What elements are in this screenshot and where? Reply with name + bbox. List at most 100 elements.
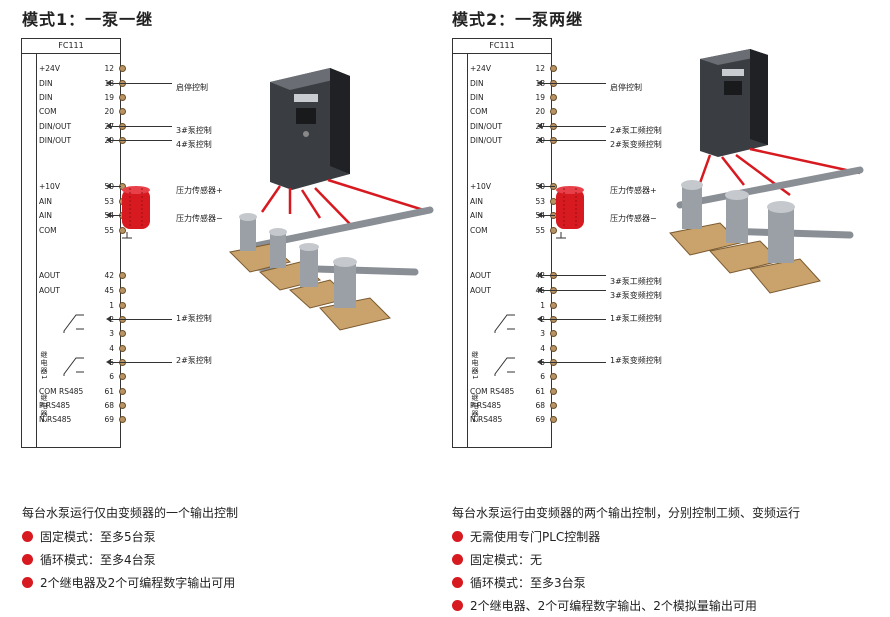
mode2-pressure-sensor-icon (556, 186, 584, 239)
terminal-number: 68 (535, 401, 545, 410)
terminal-screw-icon (119, 388, 126, 395)
terminal-number: 45 (104, 286, 114, 295)
terminal-label: COM (39, 226, 57, 235)
mode2-panel-inner-border (467, 53, 468, 447)
mode2-signal-t42: 3#泵工频控制 (610, 277, 662, 286)
terminal-label: +10V (470, 182, 491, 191)
terminal-number: 20 (104, 107, 114, 116)
signal-wire (106, 359, 172, 365)
mode1-bullet-1: 固定模式：至多5台泵 (22, 528, 156, 545)
arrow-left-icon (106, 137, 111, 143)
mode1-signal-r2: 2#泵控制 (176, 356, 212, 365)
terminal-row: 3 (36, 328, 126, 340)
arrow-left-icon (106, 359, 111, 365)
terminal-label: AIN (470, 197, 483, 206)
signal-wire (106, 137, 172, 143)
arrow-left-icon (537, 123, 542, 129)
terminal-screw-icon (550, 65, 557, 72)
terminal-screw-icon (119, 227, 126, 234)
terminal-screw-icon (119, 345, 126, 352)
terminal-number: 4 (540, 344, 545, 353)
terminal-screw-icon (550, 330, 557, 337)
terminal-number: 1 (540, 301, 545, 310)
mode2-bullet-4: 2个继电器、2个可编程数字输出、2个模拟量输出可用 (452, 597, 757, 614)
terminal-number: 12 (535, 64, 545, 73)
terminal-label: P RS485 (470, 401, 502, 410)
mode2-relay1-label: 继电器1 (471, 351, 479, 381)
mode1-description: 每台水泵运行仅由变频器的一个输出控制 (22, 506, 239, 520)
signal-wire (537, 80, 606, 86)
mode2-pressure-sensor (555, 186, 585, 239)
terminal-screw-icon (119, 287, 126, 294)
bullet-dot-icon (452, 531, 463, 542)
terminal-label: DIN/OUT (39, 136, 72, 145)
terminal-number: 53 (104, 197, 114, 206)
terminal-screw-icon (119, 272, 126, 279)
terminal-number: 55 (535, 226, 545, 235)
arrow-left-icon (537, 137, 542, 143)
terminal-label: AOUT (39, 271, 60, 280)
terminal-label: DIN (39, 79, 53, 88)
terminal-number: 6 (540, 372, 545, 381)
arrow-left-icon (537, 212, 542, 218)
terminal-label: DIN (470, 93, 484, 102)
bullet-dot-icon (22, 554, 33, 565)
mode2-pump-illustration (669, 49, 864, 294)
terminal-label: AIN (470, 211, 483, 220)
terminal-label: N RS485 (470, 415, 503, 424)
mode1-signal-t27: 3#泵控制 (176, 126, 212, 135)
terminal-number: 61 (104, 387, 114, 396)
terminal-row: 6 (36, 371, 126, 383)
terminal-label: DIN (39, 93, 53, 102)
bullet-dot-icon (452, 554, 463, 565)
signal-wire (537, 359, 606, 365)
mode1-drive-icon (270, 68, 350, 190)
terminal-label: DIN/OUT (39, 122, 72, 131)
terminal-row: 1 (36, 300, 126, 312)
mode2-title: 模式2：一泵两继 (452, 10, 584, 29)
terminal-number: 55 (104, 226, 114, 235)
bullet-dot-icon (452, 600, 463, 611)
mode2-signal-t45: 3#泵变频控制 (610, 291, 662, 300)
bullet-dot-icon (452, 577, 463, 588)
mode2-relay2-label: 继电器2 (471, 394, 479, 424)
mode1-device-name: FC111 (22, 39, 120, 54)
mode1-bullet-2: 循环模式：至多4台泵 (22, 551, 156, 568)
terminal-label: COM RS485 (470, 387, 515, 396)
terminal-screw-icon (119, 402, 126, 409)
arrow-left-icon (106, 183, 111, 189)
terminal-label: COM (470, 107, 488, 116)
arrow-left-icon (106, 80, 111, 86)
mode1-pump-illustration (228, 68, 434, 331)
terminal-label: DIN (470, 79, 484, 88)
terminal-screw-icon (550, 373, 557, 380)
terminal-label: DIN/OUT (470, 122, 503, 131)
terminal-label: +10V (39, 182, 60, 191)
signal-wire (106, 316, 172, 322)
terminal-screw-icon (550, 302, 557, 309)
terminal-number: 1 (109, 301, 114, 310)
terminal-screw-icon (119, 302, 126, 309)
mode1-bullet-3: 2个继电器及2个可编程数字输出可用 (22, 574, 235, 591)
mode2-signal-r2: 1#泵变频控制 (610, 356, 662, 365)
arrow-left-icon (537, 359, 542, 365)
terminal-screw-icon (119, 373, 126, 380)
signal-wire (537, 137, 606, 143)
terminal-number: 4 (109, 344, 114, 353)
terminal-screw-icon (550, 416, 557, 423)
signal-wire (106, 183, 121, 189)
terminal-label: COM RS485 (39, 387, 84, 396)
terminal-label: AOUT (470, 286, 491, 295)
terminal-row: 4 (36, 343, 126, 355)
terminal-number: 12 (104, 64, 114, 73)
terminal-label: AOUT (470, 271, 491, 280)
terminal-screw-icon (119, 416, 126, 423)
